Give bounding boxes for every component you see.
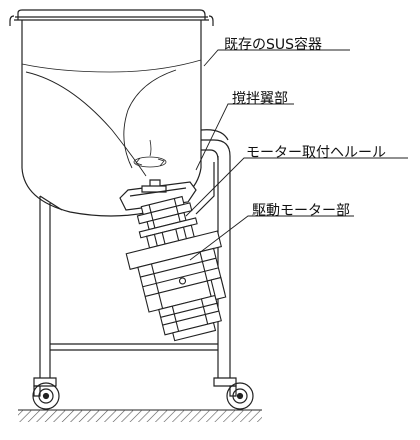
vessel-rim [18,10,205,20]
caster-left [33,378,59,409]
vortex-right [124,70,176,168]
label-impeller: 撹拌翼部 [232,91,288,107]
leader-impeller [196,104,294,170]
swirl [134,157,166,167]
label-vessel: 既存のSUS容器 [224,37,323,53]
caster-right [214,378,253,409]
label-drive-motor: 駆動モーター部 [252,203,350,219]
leader-drive [190,216,354,260]
floor-hatch [18,410,262,422]
vortex-left [26,72,146,176]
floor [18,410,262,422]
motor-rail-pipe [201,140,230,156]
stand-frame [40,130,230,378]
label-motor-rail: モーター取付ヘルール [246,145,386,161]
sus-vessel [10,10,213,216]
leader-vessel [204,50,350,66]
leader-rail [186,158,408,216]
liquid-level [22,60,201,72]
drive-motor-assembly [116,190,241,347]
leader-lines [186,50,408,260]
